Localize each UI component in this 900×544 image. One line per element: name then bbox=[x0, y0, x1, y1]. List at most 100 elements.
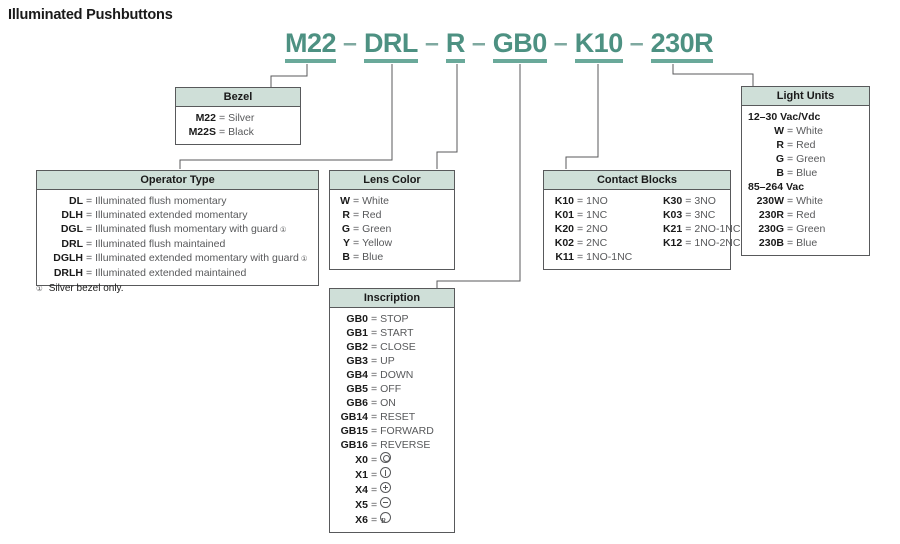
option-code: GB6 bbox=[346, 397, 368, 409]
option-value: START bbox=[380, 327, 414, 339]
option-row: 230W=White bbox=[748, 194, 863, 208]
option-value: CLOSE bbox=[380, 341, 416, 353]
equals-sign: = bbox=[685, 195, 692, 207]
footnote-marker: ① bbox=[36, 284, 43, 293]
pn-underline bbox=[285, 59, 337, 63]
option-row: K20=2NO bbox=[550, 222, 632, 236]
option-value: 2NC bbox=[586, 237, 608, 249]
pn-segment-contact: K10 bbox=[574, 28, 623, 63]
option-row: DGLH=Illuminated extended momentary with… bbox=[43, 251, 312, 266]
option-row: GB3=UP bbox=[336, 354, 448, 368]
option-code: R bbox=[776, 139, 784, 151]
equals-sign: = bbox=[219, 126, 226, 138]
equals-sign: = bbox=[371, 411, 378, 423]
option-row: G=Green bbox=[336, 222, 448, 236]
option-code: K02 bbox=[554, 237, 574, 249]
pn-underline bbox=[650, 59, 714, 63]
option-value: 1NO-2NC bbox=[694, 237, 741, 249]
option-row: K12=1NO-2NC bbox=[658, 236, 741, 250]
option-value: Illuminated flush momentary bbox=[95, 195, 227, 207]
option-code: B bbox=[776, 167, 784, 179]
footnote-ref: ① bbox=[300, 254, 308, 263]
box-inscription-header: Inscription bbox=[330, 289, 454, 308]
option-row: GB15=FORWARD bbox=[336, 424, 448, 438]
option-code: K01 bbox=[554, 209, 574, 221]
option-value: Illuminated extended momentary bbox=[95, 209, 248, 221]
option-row: DRL=Illuminated flush maintained bbox=[43, 237, 312, 251]
option-row: W=White bbox=[336, 194, 448, 208]
option-value: STOP bbox=[380, 313, 409, 325]
option-row: GB16=REVERSE bbox=[336, 438, 448, 452]
option-row: K21=2NO-1NC bbox=[658, 222, 741, 236]
option-code: K20 bbox=[554, 223, 574, 235]
equals-sign: = bbox=[86, 195, 93, 207]
equals-sign: = bbox=[787, 167, 794, 179]
option-row: W=White bbox=[748, 124, 863, 138]
equals-sign: = bbox=[371, 383, 378, 395]
equals-sign: = bbox=[371, 313, 378, 325]
option-value: UP bbox=[380, 355, 395, 367]
option-code: DRLH bbox=[53, 267, 83, 279]
option-value: 2NO bbox=[586, 223, 608, 235]
option-code: X1 bbox=[355, 469, 368, 481]
option-code: R bbox=[342, 209, 350, 221]
option-row: X1= bbox=[336, 467, 448, 482]
option-code: GB4 bbox=[346, 369, 368, 381]
option-row: 230G=Green bbox=[748, 222, 863, 236]
part-number-row: M22 – DRL – R – GB0 – K10 – 230R bbox=[285, 28, 714, 63]
circled-r-icon: R bbox=[380, 512, 392, 525]
equals-sign: = bbox=[371, 369, 378, 381]
option-value: Yellow bbox=[362, 237, 393, 249]
equals-sign: = bbox=[371, 469, 378, 481]
option-value: Red bbox=[796, 209, 816, 221]
option-row: R=Red bbox=[336, 208, 448, 222]
option-code: GB16 bbox=[340, 439, 368, 451]
option-code: K30 bbox=[662, 195, 683, 207]
pn-separator: – bbox=[629, 29, 644, 57]
option-row: GB1=START bbox=[336, 326, 448, 340]
box-lens-color-header: Lens Color bbox=[330, 171, 454, 190]
equals-sign: = bbox=[371, 355, 378, 367]
pn-code-bezel: M22 bbox=[285, 28, 337, 58]
option-value: REVERSE bbox=[380, 439, 431, 451]
pn-underline bbox=[492, 59, 547, 63]
option-value: 2NO-1NC bbox=[694, 223, 741, 235]
box-bezel-header: Bezel bbox=[176, 88, 300, 107]
option-code: M22S bbox=[188, 126, 216, 138]
equals-sign: = bbox=[371, 454, 378, 466]
equals-sign: = bbox=[577, 237, 584, 249]
equals-sign: = bbox=[787, 125, 794, 137]
option-row: X5= bbox=[336, 497, 448, 512]
equals-sign: = bbox=[577, 209, 584, 221]
option-value: Green bbox=[362, 223, 392, 235]
option-code: 230R bbox=[758, 209, 784, 221]
option-code: DRL bbox=[61, 238, 83, 250]
option-row: M22=Silver bbox=[182, 111, 294, 125]
equals-sign: = bbox=[86, 209, 93, 221]
option-row: B=Blue bbox=[336, 250, 448, 264]
circle-bar-icon bbox=[380, 467, 392, 478]
pn-code-lens: R bbox=[445, 28, 466, 58]
option-code: K11 bbox=[555, 251, 574, 263]
pn-code-light: 230R bbox=[650, 28, 714, 58]
circled-plus-icon bbox=[380, 482, 392, 493]
pn-code-inscription: GB0 bbox=[492, 28, 548, 58]
equals-sign: = bbox=[577, 251, 584, 263]
equals-sign: = bbox=[353, 251, 360, 263]
option-code: X6 bbox=[355, 514, 368, 526]
option-value: DOWN bbox=[380, 369, 414, 381]
equals-sign: = bbox=[787, 237, 794, 249]
option-code: X5 bbox=[355, 499, 368, 511]
equals-sign: = bbox=[685, 237, 692, 249]
box-light-units-header: Light Units bbox=[742, 87, 869, 106]
option-row: M22S=Black bbox=[182, 125, 294, 139]
pn-separator: – bbox=[343, 29, 357, 57]
equals-sign: = bbox=[787, 223, 794, 235]
option-row: GB6=ON bbox=[336, 396, 448, 410]
equals-sign: = bbox=[219, 112, 226, 124]
